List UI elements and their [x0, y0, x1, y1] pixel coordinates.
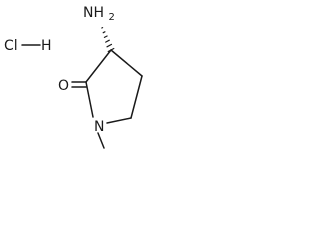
amino-text: NH	[83, 5, 104, 21]
structure-diagram: Cl H NH 2 O N	[4, 5, 143, 149]
chlorine-label: Cl	[4, 38, 18, 54]
nitrogen-label: N	[94, 119, 104, 135]
bond-c3-c4	[110, 49, 143, 77]
bond-c5-n1	[106, 117, 132, 124]
oxygen-label: O	[58, 78, 69, 94]
stereo-hashed-wedge	[101, 27, 115, 53]
amino-label: NH 2	[83, 5, 115, 23]
bond-c4-c5	[130, 75, 143, 119]
bond-c2-c3	[85, 49, 112, 83]
bond-n1-c2	[85, 81, 94, 118]
hydrogen-label: H	[41, 38, 52, 54]
amino-subscript: 2	[108, 12, 114, 23]
bond-n-methyl	[97, 132, 105, 149]
